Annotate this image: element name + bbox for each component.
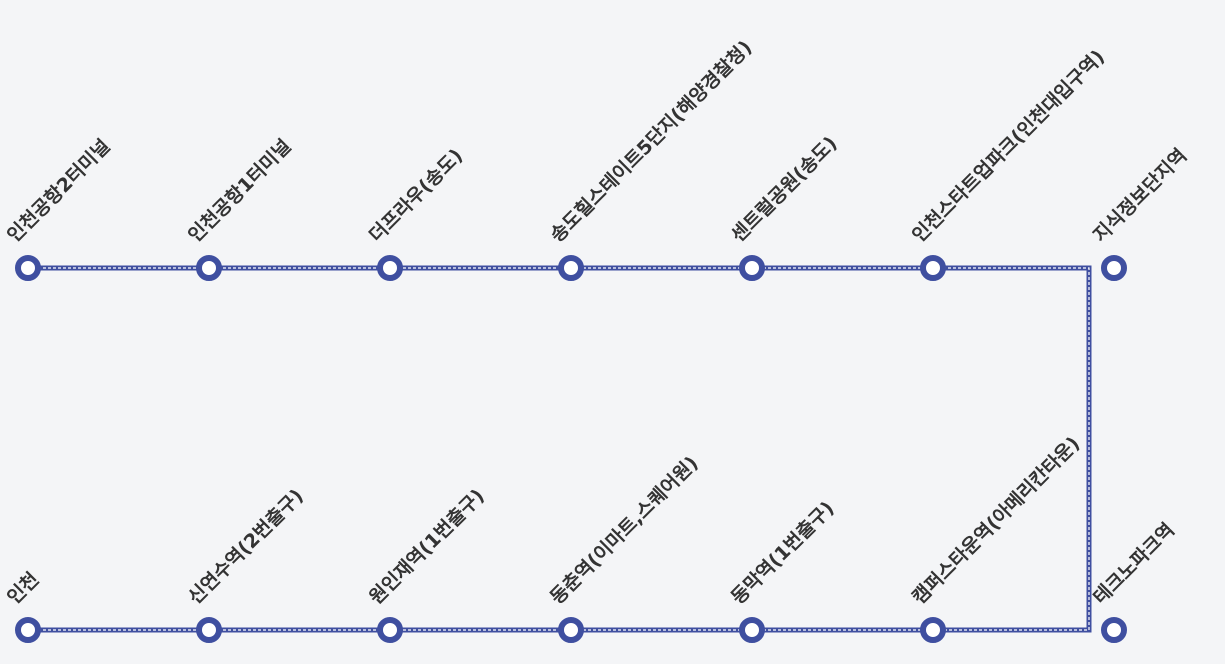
bottom-stop-marker[interactable]: [377, 617, 403, 643]
top-stop-marker[interactable]: [15, 255, 41, 281]
bottom-stop-marker[interactable]: [196, 617, 222, 643]
bottom-stop-marker[interactable]: [1101, 617, 1127, 643]
bottom-stop-marker[interactable]: [920, 617, 946, 643]
top-stop-marker[interactable]: [920, 255, 946, 281]
top-stop-marker[interactable]: [739, 255, 765, 281]
top-stop-marker[interactable]: [1101, 255, 1127, 281]
bottom-stop-marker[interactable]: [739, 617, 765, 643]
top-stop-marker[interactable]: [377, 255, 403, 281]
bottom-stop-marker[interactable]: [15, 617, 41, 643]
route-stops: [15, 255, 1127, 643]
bottom-stop-marker[interactable]: [558, 617, 584, 643]
top-stop-marker[interactable]: [196, 255, 222, 281]
top-stop-marker[interactable]: [558, 255, 584, 281]
